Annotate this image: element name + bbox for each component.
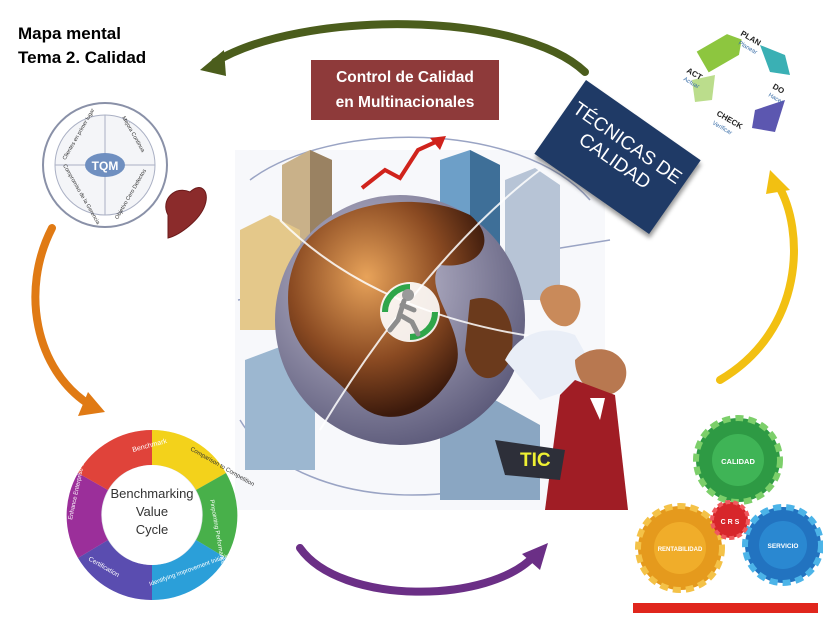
runner-logo xyxy=(380,282,440,342)
business-people xyxy=(505,284,628,510)
laptop xyxy=(495,440,565,480)
pdca-cycle: PLAN Planear DO Hacer CHECK Verificar AC… xyxy=(682,29,790,137)
center-title-box: Control de Calidad en Multinacionales xyxy=(311,60,499,120)
arrow-green xyxy=(200,20,589,76)
gear-calidad: CALIDAD xyxy=(721,457,755,466)
tqm-diagram: TQM Clientes en primer lugar Mejora Cont… xyxy=(42,102,168,228)
gear-center: C R S xyxy=(721,519,740,526)
arrow-orange xyxy=(31,224,105,416)
crs-gears: CALIDAD RENTABILIDAD SERVICIO C R S xyxy=(633,415,823,613)
title-line-1: Mapa mental xyxy=(18,24,121,43)
arrow-purple xyxy=(296,543,548,596)
gear-rentabilidad: RENTABILIDAD xyxy=(658,547,703,553)
heart-icon xyxy=(165,187,207,239)
center-title-line-2: en Multinacionales xyxy=(335,94,475,111)
benchmark-center-2: Value xyxy=(136,504,168,519)
central-illustration xyxy=(235,136,628,510)
benchmarking-cycle: Benchmarking Value Cycle Benchmark Compa… xyxy=(66,429,255,601)
gear-servicio: SERVICIO xyxy=(768,543,799,550)
tic-label: TIC xyxy=(520,450,551,471)
center-title-line-1: Control de Calidad xyxy=(336,69,474,86)
benchmark-center-1: Benchmarking xyxy=(110,486,193,501)
page-title: Mapa mental Tema 2. Calidad xyxy=(18,22,146,70)
title-line-2: Tema 2. Calidad xyxy=(18,48,147,67)
arrow-yellow xyxy=(716,170,798,384)
benchmark-center-3: Cycle xyxy=(136,522,169,537)
tqm-center: TQM xyxy=(92,159,119,173)
